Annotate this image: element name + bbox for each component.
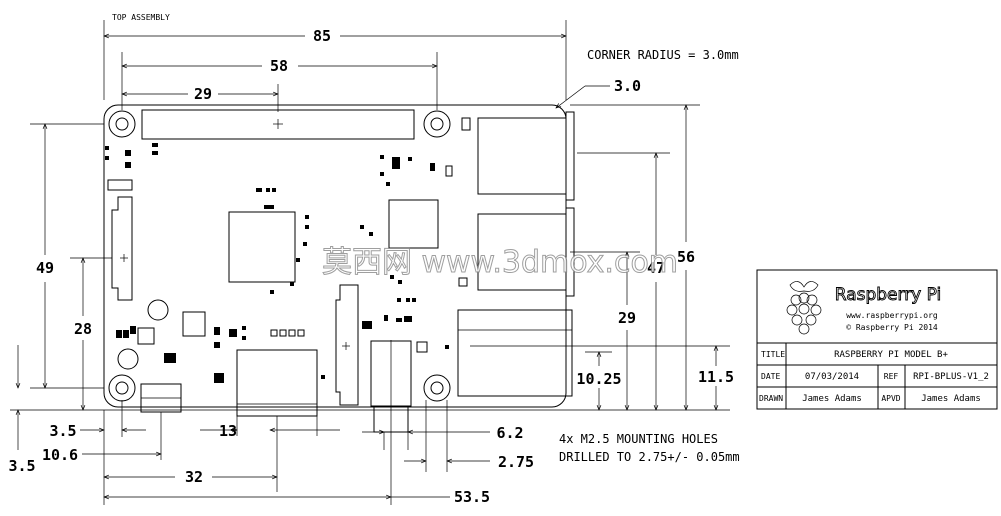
corner-radius-callout: CORNER RADIUS = 3.0mm 3.0 (556, 48, 739, 108)
dim-label-32: 32 (185, 468, 203, 486)
small-components (270, 117, 471, 379)
usb-port-upper (477, 111, 575, 201)
dim-label-3-0: 3.0 (614, 77, 641, 95)
hdmi-port (236, 349, 318, 417)
dim-label-3-5-vertical: 3.5 (8, 457, 35, 475)
dim-hdmi-center: 32 (104, 468, 277, 486)
dim-ethernet-offset: 11.5 (470, 346, 734, 410)
raspberry-logo-icon (786, 281, 822, 335)
dim-left-height: 49 (30, 124, 104, 388)
mounting-hole-top-left (108, 110, 136, 138)
dim-overall-width: 85 (104, 20, 566, 100)
dim-label-49: 49 (36, 259, 54, 277)
apvd-value: James Adams (921, 394, 981, 404)
dim-usb-mid: 29 (570, 252, 640, 410)
brand-copyright: © Raspberry Pi 2014 (846, 323, 938, 332)
corner-radius-note: CORNER RADIUS = 3.0mm (587, 48, 739, 62)
dim-hole-diam: 2.75 (404, 453, 534, 471)
title-block: Raspberry Pi www.raspberrypi.org © Raspb… (756, 269, 998, 410)
dim-label-56: 56 (677, 248, 695, 266)
mounting-note-line2: DRILLED TO 2.75+/- 0.05mm (559, 450, 740, 464)
dim-audio-diam: 6.2 (362, 424, 524, 442)
dim-left-mid: 28 (70, 258, 112, 410)
display-connector (111, 196, 133, 301)
view-label: TOP ASSEMBLY (112, 13, 170, 22)
dim-label-11-5: 11.5 (698, 368, 734, 386)
ref-label: REF (884, 372, 899, 381)
camera-connector (335, 284, 359, 406)
apvd-label: APVD (881, 394, 900, 403)
audio-jack (370, 340, 412, 437)
dim-label-29-top: 29 (194, 85, 212, 103)
mounting-hole-bottom-right (423, 374, 451, 402)
dim-label-58: 58 (270, 57, 288, 75)
soc-chip (228, 188, 307, 286)
dim-label-3-5-horizontal: 3.5 (49, 422, 76, 440)
mounting-hole-bottom-left (108, 374, 136, 402)
dim-overall-height: 56 (570, 105, 700, 410)
ref-value: RPI-BPLUS-V1_2 (913, 372, 989, 382)
title-value: RASPBERRY PI MODEL B+ (834, 350, 948, 360)
ethernet-port (457, 309, 573, 397)
dim-label-53-5: 53.5 (454, 488, 490, 506)
drawn-label: DRAWN (759, 394, 783, 403)
gpio-header (141, 109, 415, 140)
mounting-hole-top-right (423, 110, 451, 138)
drawn-value: James Adams (802, 394, 862, 404)
watermark: 莫西网 www.3dmox.com (322, 245, 678, 280)
dim-hole-edge-x: 3.5 (49, 422, 146, 440)
dim-audio-center: 53.5 (104, 437, 490, 506)
dim-label-10-25: 10.25 (576, 370, 621, 388)
dim-label-2-75: 2.75 (498, 453, 534, 471)
dim-label-28: 28 (74, 320, 92, 338)
usb-lan-chip (388, 199, 439, 249)
micro-usb-power (140, 383, 182, 413)
mounting-note-line1: 4x M2.5 MOUNTING HOLES (559, 432, 718, 446)
date-value: 07/03/2014 (805, 372, 859, 382)
dim-header-center: 29 (122, 84, 278, 112)
dim-micro-usb: 10.6 (42, 446, 161, 464)
dim-label-6-2: 6.2 (496, 424, 523, 442)
dim-label-29-right: 29 (618, 309, 636, 327)
dim-hole-spacing: 58 (122, 52, 437, 110)
dim-hole-edge-y: 3.5 (8, 345, 36, 475)
mounting-holes (108, 110, 451, 402)
dim-label-85: 85 (313, 27, 331, 45)
dim-hdmi-width: 13 (200, 416, 340, 440)
dim-label-47: 47 (647, 259, 665, 277)
brand-url: www.raspberrypi.org (846, 311, 938, 320)
dim-audio-offset: 10.25 (576, 352, 622, 410)
dim-label-10-6: 10.6 (42, 446, 78, 464)
brand-name: Raspberry Pi (835, 285, 942, 305)
date-label: DATE (761, 372, 780, 381)
dim-usb-upper: 47 (577, 153, 670, 410)
title-label: TITLE (761, 350, 785, 359)
dim-label-13: 13 (219, 422, 237, 440)
power-components (105, 143, 305, 383)
